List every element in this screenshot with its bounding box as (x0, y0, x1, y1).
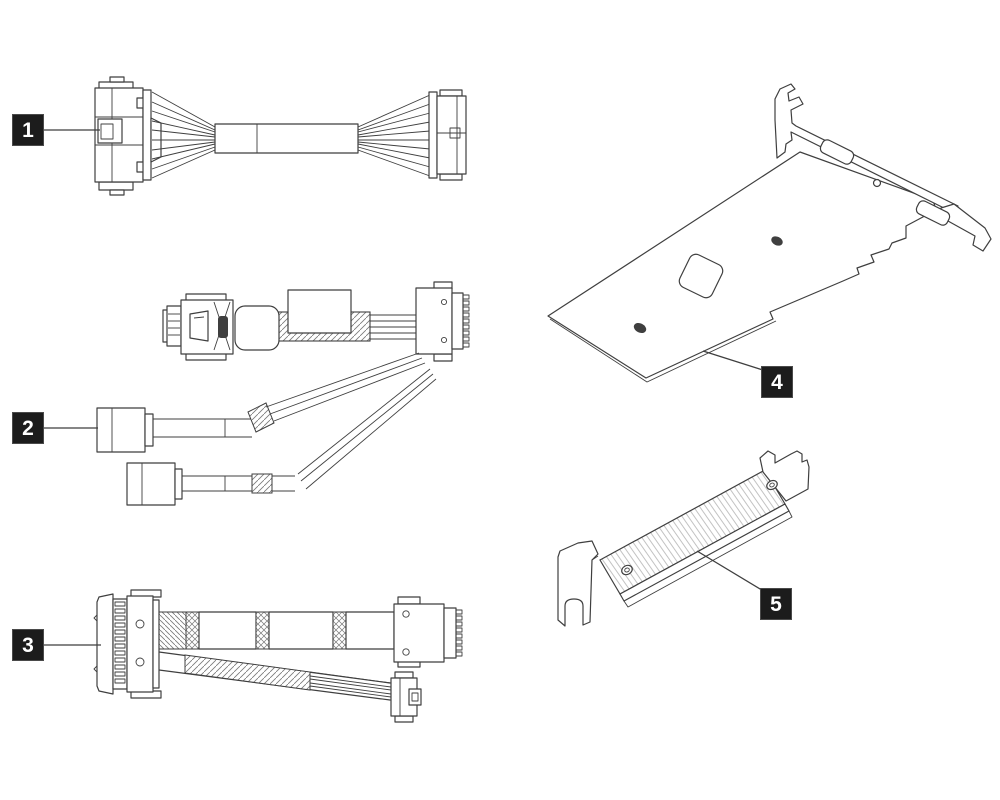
strain-relief-boot (234, 305, 280, 351)
cable-sleeve (214, 123, 359, 154)
bracket-tab-slot (915, 200, 951, 226)
bracket-tab-slot (819, 139, 855, 165)
bracket-tab (759, 450, 810, 502)
leader-4 (702, 350, 767, 372)
screw-boss (766, 479, 778, 491)
callout-3-badge: 3 (12, 629, 44, 661)
wire-fan-left (151, 91, 216, 179)
cage-slot (218, 316, 228, 338)
card-body (547, 151, 937, 379)
low-profile-bracket-illustration (557, 450, 810, 627)
screw-hole (872, 178, 882, 188)
callout-1-badge: 1 (12, 114, 44, 146)
square-cutout (678, 253, 724, 299)
ribbon-lower (158, 651, 422, 723)
leader-lines (44, 129, 767, 646)
branch-b (126, 368, 437, 506)
mini-sas-connector (162, 293, 280, 361)
cable-label-block (287, 289, 352, 334)
mount-hole (771, 236, 783, 246)
wire-fan-right (357, 94, 431, 177)
ribbon-end-connector (393, 596, 463, 668)
edge-connector (93, 589, 162, 699)
bracket-face (599, 469, 786, 595)
leader-5 (696, 550, 766, 593)
callout-2-badge: 2 (12, 412, 44, 444)
cable-2-illustration (96, 281, 470, 506)
branch-a (96, 352, 426, 453)
ribbon-upper (158, 611, 395, 650)
callout-5-badge: 5 (760, 588, 792, 620)
mount-hole (633, 322, 647, 334)
cable-1-illustration (94, 76, 467, 196)
callout-4-badge: 4 (761, 366, 793, 398)
screw-boss (621, 564, 633, 576)
bracket-foot (557, 540, 599, 627)
cable-3-illustration (93, 589, 463, 723)
adapter-card-illustration (547, 83, 992, 383)
pcie-bracket (774, 83, 959, 214)
header-connector (415, 281, 470, 362)
